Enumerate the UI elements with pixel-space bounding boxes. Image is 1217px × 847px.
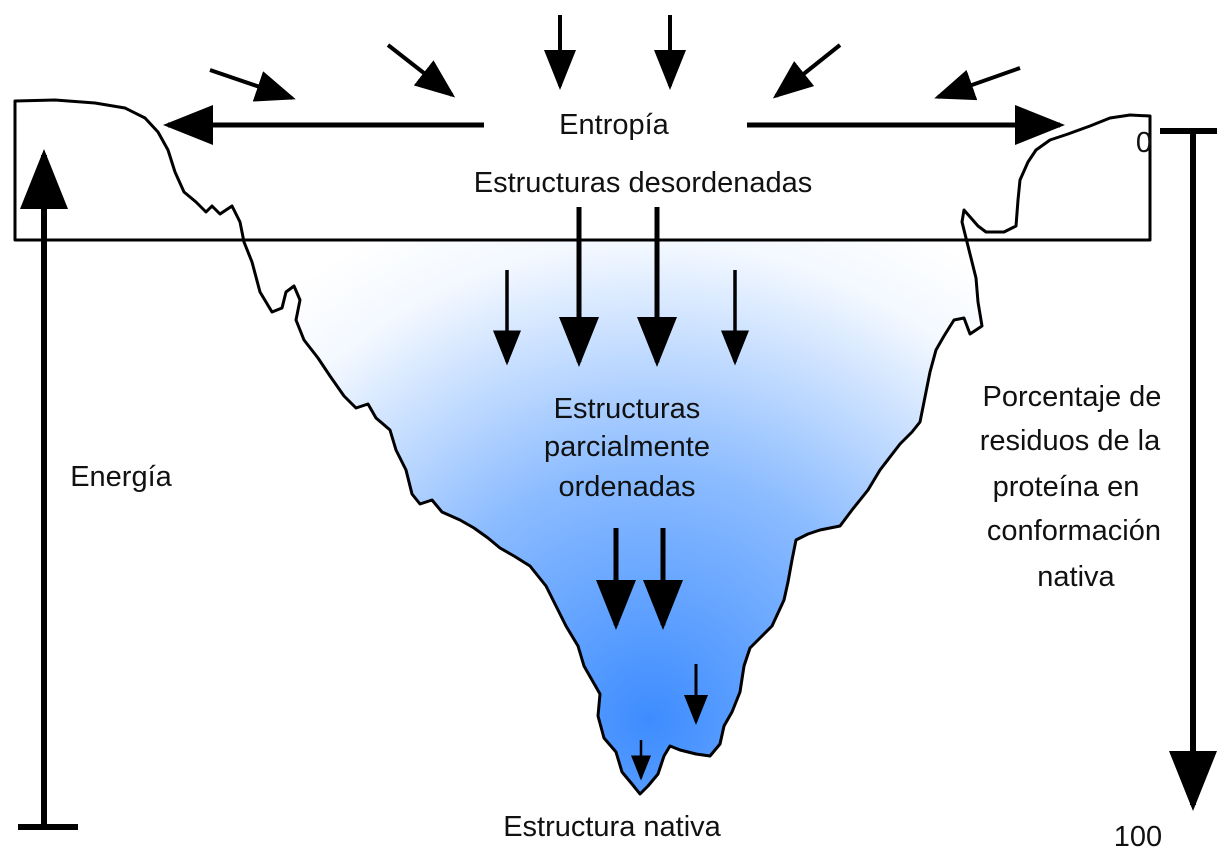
inward-arrow	[210, 70, 292, 98]
native-percentage-line: residuos de la	[980, 425, 1161, 457]
partial-structures-line: Estructuras	[554, 393, 701, 425]
native-percentage-line: proteína en	[993, 471, 1140, 503]
partial-structures-label: Estructuras parcialmente ordenadas	[544, 393, 718, 503]
partial-structures-line: parcialmente	[544, 431, 710, 463]
inward-arrow	[776, 45, 840, 96]
inward-arrow	[938, 68, 1020, 97]
energy-label: Energía	[70, 461, 172, 493]
scale-top-label: 0	[1136, 127, 1152, 159]
native-percentage-label: Porcentaje de residuos de la proteína en…	[980, 381, 1170, 593]
inward-arrow	[388, 45, 452, 95]
partial-structures-line: ordenadas	[558, 471, 695, 503]
inward-arrows	[210, 15, 1020, 98]
native-structure-label: Estructura nativa	[503, 811, 721, 843]
entropy-label: Entropía	[559, 109, 669, 141]
scale-bottom-label: 100	[1114, 821, 1162, 847]
native-percentage-axis	[1160, 131, 1217, 805]
native-percentage-line: Porcentaje de	[982, 381, 1161, 413]
native-percentage-line: nativa	[1037, 561, 1115, 593]
native-percentage-line: conformación	[987, 515, 1161, 547]
energy-axis	[18, 155, 78, 827]
disordered-structures-label: Estructuras desordenadas	[474, 167, 813, 199]
